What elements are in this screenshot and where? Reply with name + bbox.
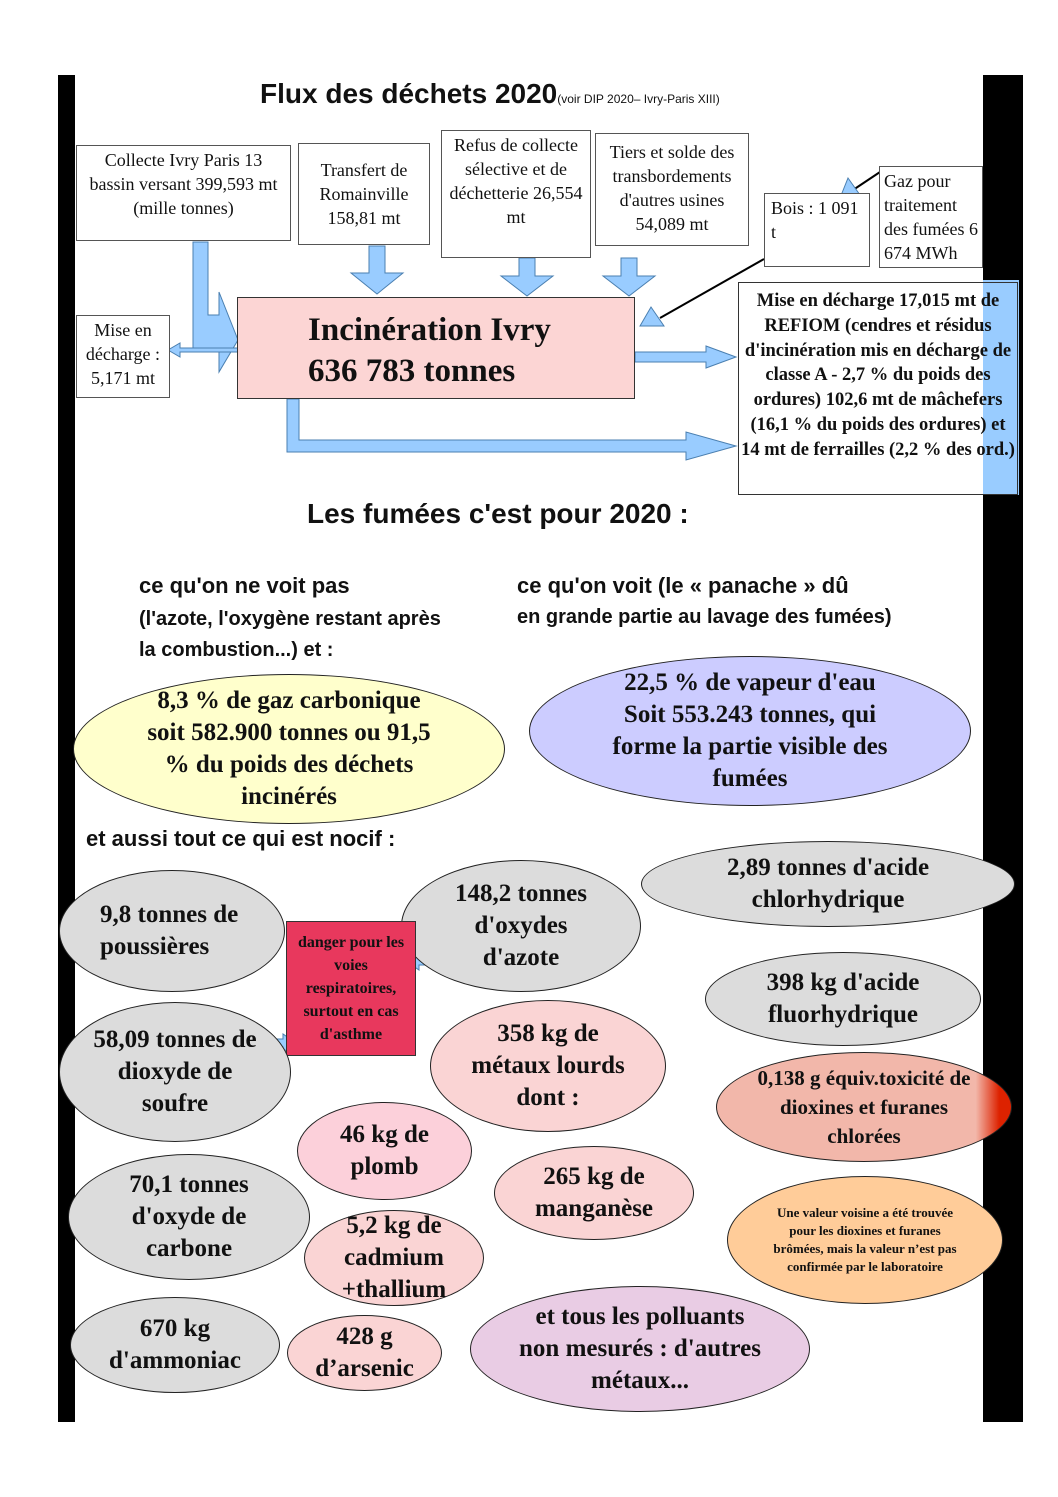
dioxyde-soufre-text: 58,09 tonnes de dioxyde de soufre <box>93 1026 257 1117</box>
residue-arrow <box>286 398 738 461</box>
metaux-lourds-text: 358 kg de métaux lourds dont : <box>471 1020 625 1111</box>
co2-text: 8,3 % de gaz carbonique soit 582.900 ton… <box>147 687 431 810</box>
poussieres-ellipse: 9,8 tonnes de poussières <box>59 870 285 992</box>
tiers-arrow <box>601 257 657 297</box>
acide-fluorhydrique-ellipse: 398 kg d'acide fluorhydrique <box>705 952 981 1046</box>
oxydes-azote-ellipse: 148,2 tonnes d'oxydes d'azote <box>401 860 641 992</box>
refus-box: Refus de collecte sélective et de déchet… <box>441 130 591 258</box>
incineration-tonnage: 636 783 tonnes <box>308 353 516 389</box>
fumees-title: Les fumées c'est pour 2020 : <box>307 498 689 529</box>
outputs-box-accent <box>983 280 1019 495</box>
plomb-ellipse: 46 kg de plomb <box>297 1102 472 1200</box>
monoxyde-carbone-ellipse: 70,1 tonnes d'oxyde de carbone <box>68 1154 310 1280</box>
transfert-arrow <box>349 245 405 295</box>
invisible-heading: ce qu'on ne voit pas <box>139 573 350 598</box>
tiers-box: Tiers et solde des transbordements d'aut… <box>595 133 749 246</box>
danger-note: danger pour les voies respiratoires, sur… <box>286 921 416 1056</box>
bromees-text: Une valeur voisine a été trouvée pour le… <box>773 1205 957 1274</box>
ammoniac-text: 670 kg d'ammoniac <box>109 1315 241 1374</box>
poussieres-text: 9,8 tonnes de poussières <box>100 901 239 960</box>
vapeur-ellipse: 22,5 % de vapeur d'eau Soit 553.243 tonn… <box>529 656 971 806</box>
dioxines-ellipse: 0,138 g équiv.toxicité de dioxines et fu… <box>716 1052 1012 1162</box>
title-text: Flux des déchets 2020 <box>260 78 558 109</box>
dioxyde-soufre-ellipse: 58,09 tonnes de dioxyde de soufre <box>59 1002 291 1142</box>
title-subtitle: (voir DIP 2020– Ivry-Paris XIII) <box>557 92 720 106</box>
metaux-lourds-ellipse: 358 kg de métaux lourds dont : <box>430 1000 666 1132</box>
refus-arrow <box>499 257 555 297</box>
cadmium-text: 5,2 kg de cadmium +thallium <box>341 1212 447 1303</box>
page-title: Flux des déchets 2020(voir DIP 2020– Ivr… <box>260 78 720 110</box>
gaz-box: Gaz pour traitement des fumées 6 674 MWh <box>879 166 983 268</box>
output-arrow <box>634 345 738 369</box>
incineration-box: Incinération Ivry 636 783 tonnes <box>237 297 635 399</box>
plomb-text: 46 kg de plomb <box>340 1121 429 1180</box>
acide-chlorhydrique-ellipse: 2,89 tonnes d'acide chlorhydrique <box>641 841 1015 927</box>
dioxines-text: 0,138 g équiv.toxicité de dioxines et fu… <box>757 1065 971 1148</box>
acide-chlorhydrique-text: 2,89 tonnes d'acide chlorhydrique <box>726 854 930 913</box>
non-mesures-ellipse: et tous les polluants non mesurés : d'au… <box>470 1286 810 1412</box>
transfert-box: Transfert de Romainville 158,81 mt <box>298 143 430 245</box>
outputs-box: Mise en décharge 17,015 mt de REFIOM (ce… <box>738 282 1018 495</box>
non-mesures-text: et tous les polluants non mesurés : d'au… <box>519 1303 761 1394</box>
acide-fluorhydrique-text: 398 kg d'acide fluorhydrique <box>766 969 920 1028</box>
manganese-text: 265 kg de manganèse <box>534 1163 654 1222</box>
incineration-title: Incinération Ivry <box>308 312 551 348</box>
invisible-sub: (l'azote, l'oxygène restant après la com… <box>139 608 441 661</box>
decharge-box: Mise en décharge : 5,171 mt <box>76 315 170 398</box>
arsenic-text: 428 g d’arsenic <box>315 1323 414 1382</box>
co2-ellipse: 8,3 % de gaz carbonique soit 582.900 ton… <box>73 674 505 824</box>
bromees-ellipse: Une valeur voisine a été trouvée pour le… <box>727 1176 1003 1304</box>
decharge-arrow <box>167 342 239 358</box>
cadmium-ellipse: 5,2 kg de cadmium +thallium <box>304 1210 484 1306</box>
vapeur-text: 22,5 % de vapeur d'eau Soit 553.243 tonn… <box>612 669 888 792</box>
nocif-heading: et aussi tout ce qui est nocif : <box>86 826 396 851</box>
visible-heading: ce qu'on voit (le « panache » dû <box>517 573 849 598</box>
bois-box: Bois : 1 091 t <box>764 193 870 267</box>
visible-sub: en grande partie au lavage des fumées) <box>517 606 892 628</box>
collecte-box: Collecte Ivry Paris 13 bassin versant 39… <box>76 145 291 241</box>
ammoniac-ellipse: 670 kg d'ammoniac <box>70 1297 280 1393</box>
bois-arrow <box>639 306 665 327</box>
monoxyde-carbone-text: 70,1 tonnes d'oxyde de carbone <box>129 1171 249 1262</box>
arsenic-ellipse: 428 g d’arsenic <box>287 1315 442 1391</box>
oxydes-azote-text: 148,2 tonnes d'oxydes d'azote <box>455 880 587 971</box>
manganese-ellipse: 265 kg de manganèse <box>494 1146 694 1240</box>
